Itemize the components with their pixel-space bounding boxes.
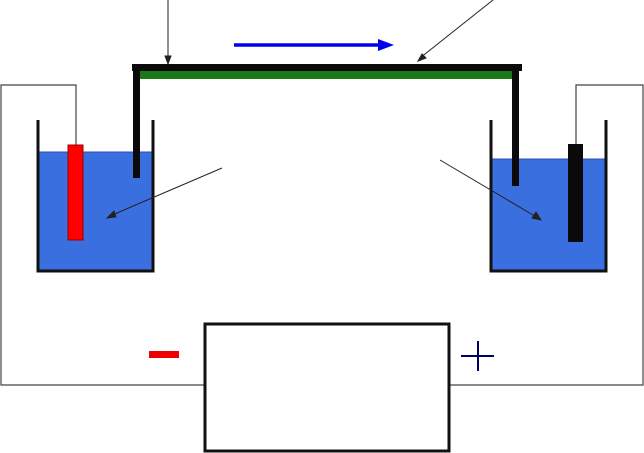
bridge-left-leg xyxy=(133,64,140,178)
right-outer-wire xyxy=(449,84,644,386)
power-supply xyxy=(149,322,494,453)
bridge-top-bar xyxy=(132,64,522,71)
left-chamber-walls xyxy=(36,120,155,273)
right-buffer-chamber xyxy=(489,120,608,273)
power-supply-box xyxy=(203,322,451,453)
pointer-left-buffer xyxy=(105,167,223,219)
left-outer-wire xyxy=(0,84,205,386)
positive-electrode xyxy=(568,144,583,242)
pointer-bridge-support xyxy=(164,0,172,66)
positive-terminal-sign xyxy=(461,341,494,371)
circuit-wires xyxy=(0,84,644,386)
pointer-gel-strip xyxy=(416,0,494,62)
pointer-lines xyxy=(105,0,543,221)
negative-terminal-sign xyxy=(149,351,179,358)
right-chamber-walls xyxy=(489,120,608,273)
negative-electrode xyxy=(67,144,84,241)
bridge-right-leg xyxy=(512,64,519,186)
pointer-right-buffer xyxy=(439,159,543,221)
migration-arrow xyxy=(234,39,394,51)
gel-bridge xyxy=(132,64,522,186)
right-buffer-liquid xyxy=(491,159,606,270)
gel-strip xyxy=(138,69,516,79)
